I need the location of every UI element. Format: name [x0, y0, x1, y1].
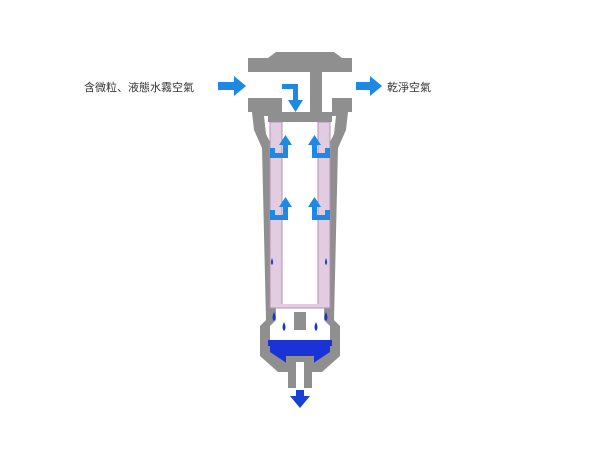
- outlet-label: 乾淨空氣: [387, 81, 431, 94]
- outlet-arrow-icon: [356, 76, 382, 96]
- collected-water-top: [268, 340, 332, 346]
- drain-valve-right: [304, 366, 312, 388]
- flow-arrow-icon: [308, 197, 330, 220]
- water-drop-icon: [271, 258, 328, 331]
- divider-post: [312, 66, 320, 112]
- flow-arrow-icon: [282, 84, 303, 112]
- flow-arrow-icon: [270, 135, 292, 158]
- flow-arrow-icon: [308, 135, 330, 158]
- flow-arrow-icon: [270, 197, 292, 220]
- collected-water: [270, 346, 330, 364]
- drain-valve-core: [296, 362, 304, 388]
- drain-valve-left: [288, 366, 296, 388]
- drain-arrow-icon: [290, 390, 310, 408]
- drain-valve-body: [286, 356, 314, 366]
- inlet-label: 含微粒、液態水霧空氣: [84, 81, 194, 94]
- outlet-riser: [322, 72, 332, 122]
- element-cap: [268, 112, 332, 122]
- inlet-arrow-icon: [218, 76, 246, 96]
- center-tube: [294, 312, 306, 330]
